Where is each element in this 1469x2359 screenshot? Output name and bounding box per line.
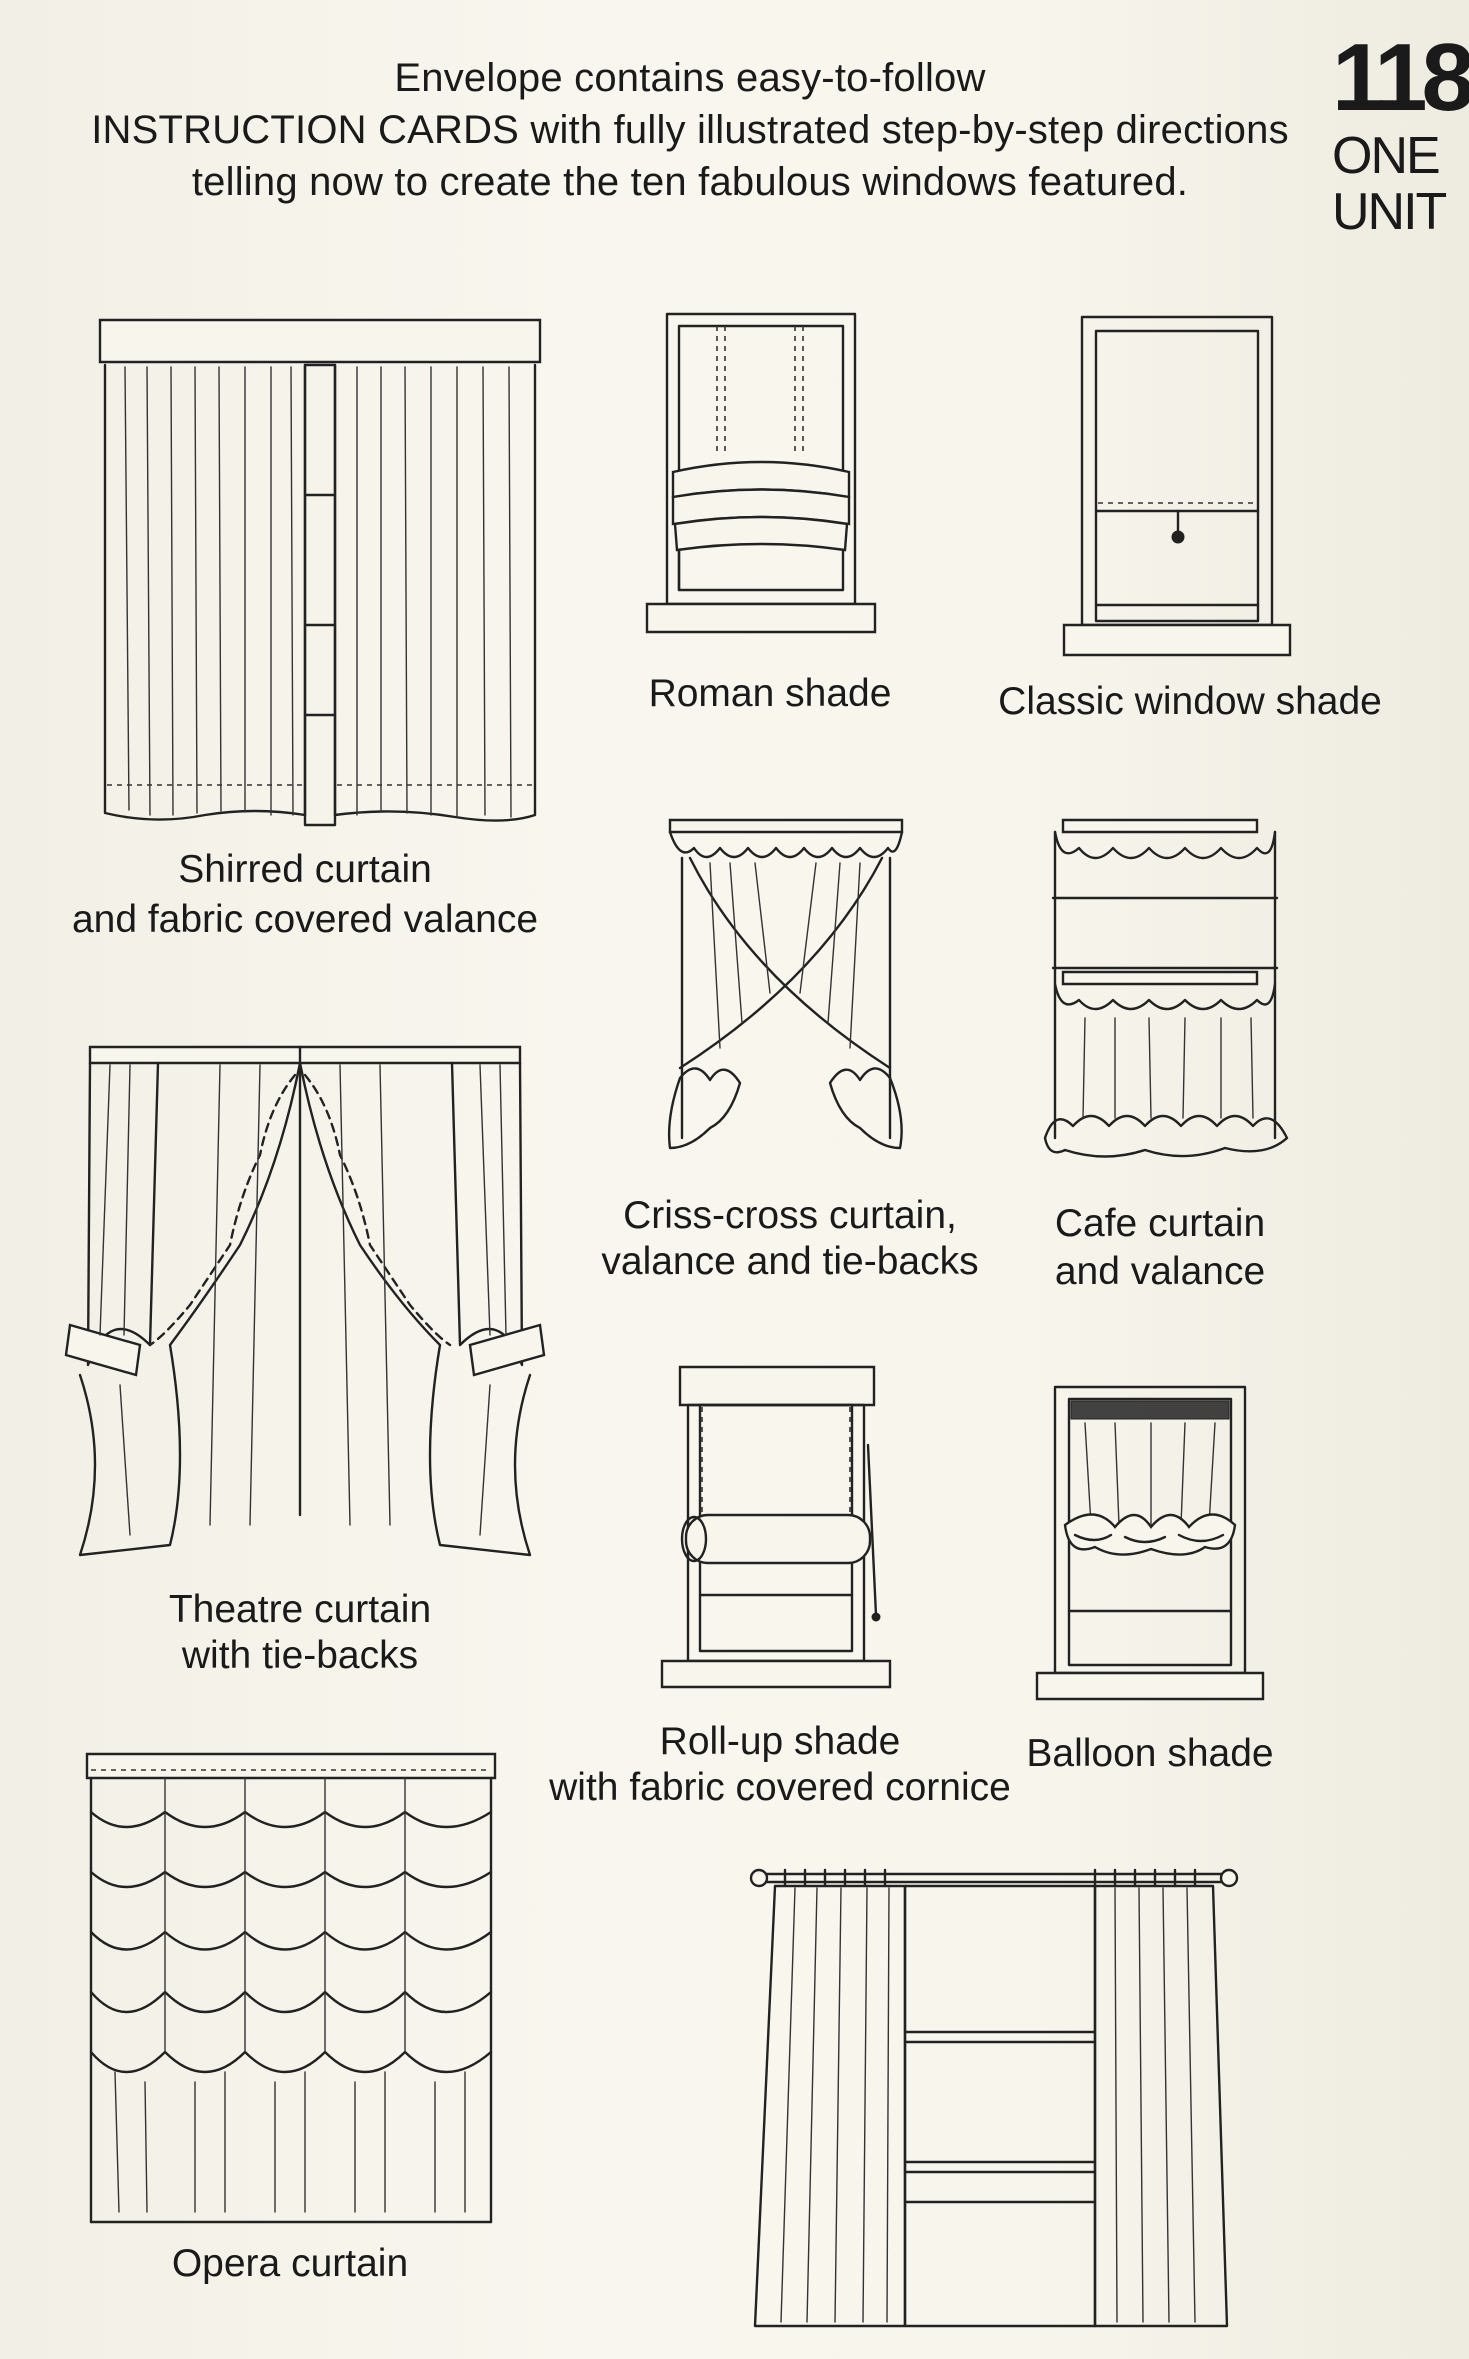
- caption-opera: Opera curtain: [171, 2242, 409, 2285]
- caption-theatre-line-1: Theatre curtain: [168, 1588, 432, 1631]
- pattern-number: 118: [1332, 24, 1469, 131]
- caption-cafe-line-1: Cafe curtain: [1054, 1202, 1266, 1245]
- pattern-number-corner: 118 ONE UNIT: [1332, 24, 1469, 241]
- shirred-curtain-icon: [95, 315, 545, 835]
- roman-shade-icon: [645, 312, 877, 642]
- caption-criss-line-1: Criss-cross curtain,: [623, 1194, 957, 1237]
- roll-up-shade-icon: [660, 1365, 892, 1695]
- theatre-curtain-icon: [60, 1045, 550, 1565]
- caption-rollup-line-2: with fabric covered cornice: [549, 1766, 1011, 1809]
- rod-panel-curtain-icon: [745, 1862, 1235, 2332]
- caption-balloon: Balloon shade: [1026, 1732, 1274, 1775]
- criss-cross-curtain-icon: [660, 818, 912, 1168]
- header-line-3: telling now to create the ten fabulous w…: [191, 160, 1189, 204]
- caption-theatre-line-2: with tie-backs: [181, 1634, 419, 1677]
- unit-word-2: UNIT: [1332, 183, 1447, 241]
- header-line-1: Envelope contains easy-to-follow: [394, 56, 986, 100]
- header-text: Envelope contains easy-to-follow INSTRUC…: [40, 52, 1340, 208]
- caption-classic: Classic window shade: [998, 680, 1382, 723]
- caption-criss-line-2: valance and tie-backs: [601, 1240, 979, 1283]
- caption-rollup-line-1: Roll-up shade: [659, 1720, 901, 1763]
- caption-shirred-line-2: and fabric covered valance: [71, 898, 539, 941]
- header-line-2: INSTRUCTION CARDS with fully illustrated…: [91, 108, 1289, 152]
- caption-roman: Roman shade: [648, 672, 892, 715]
- unit-word-1: ONE: [1332, 127, 1441, 185]
- caption-cafe-line-2: and valance: [1054, 1250, 1266, 1293]
- cafe-curtain-icon: [1025, 818, 1295, 1178]
- opera-curtain-icon: [85, 1752, 497, 2232]
- caption-shirred-line-1: Shirred curtain: [178, 848, 432, 891]
- classic-window-shade-icon: [1062, 315, 1292, 667]
- balloon-shade-icon: [1035, 1385, 1265, 1713]
